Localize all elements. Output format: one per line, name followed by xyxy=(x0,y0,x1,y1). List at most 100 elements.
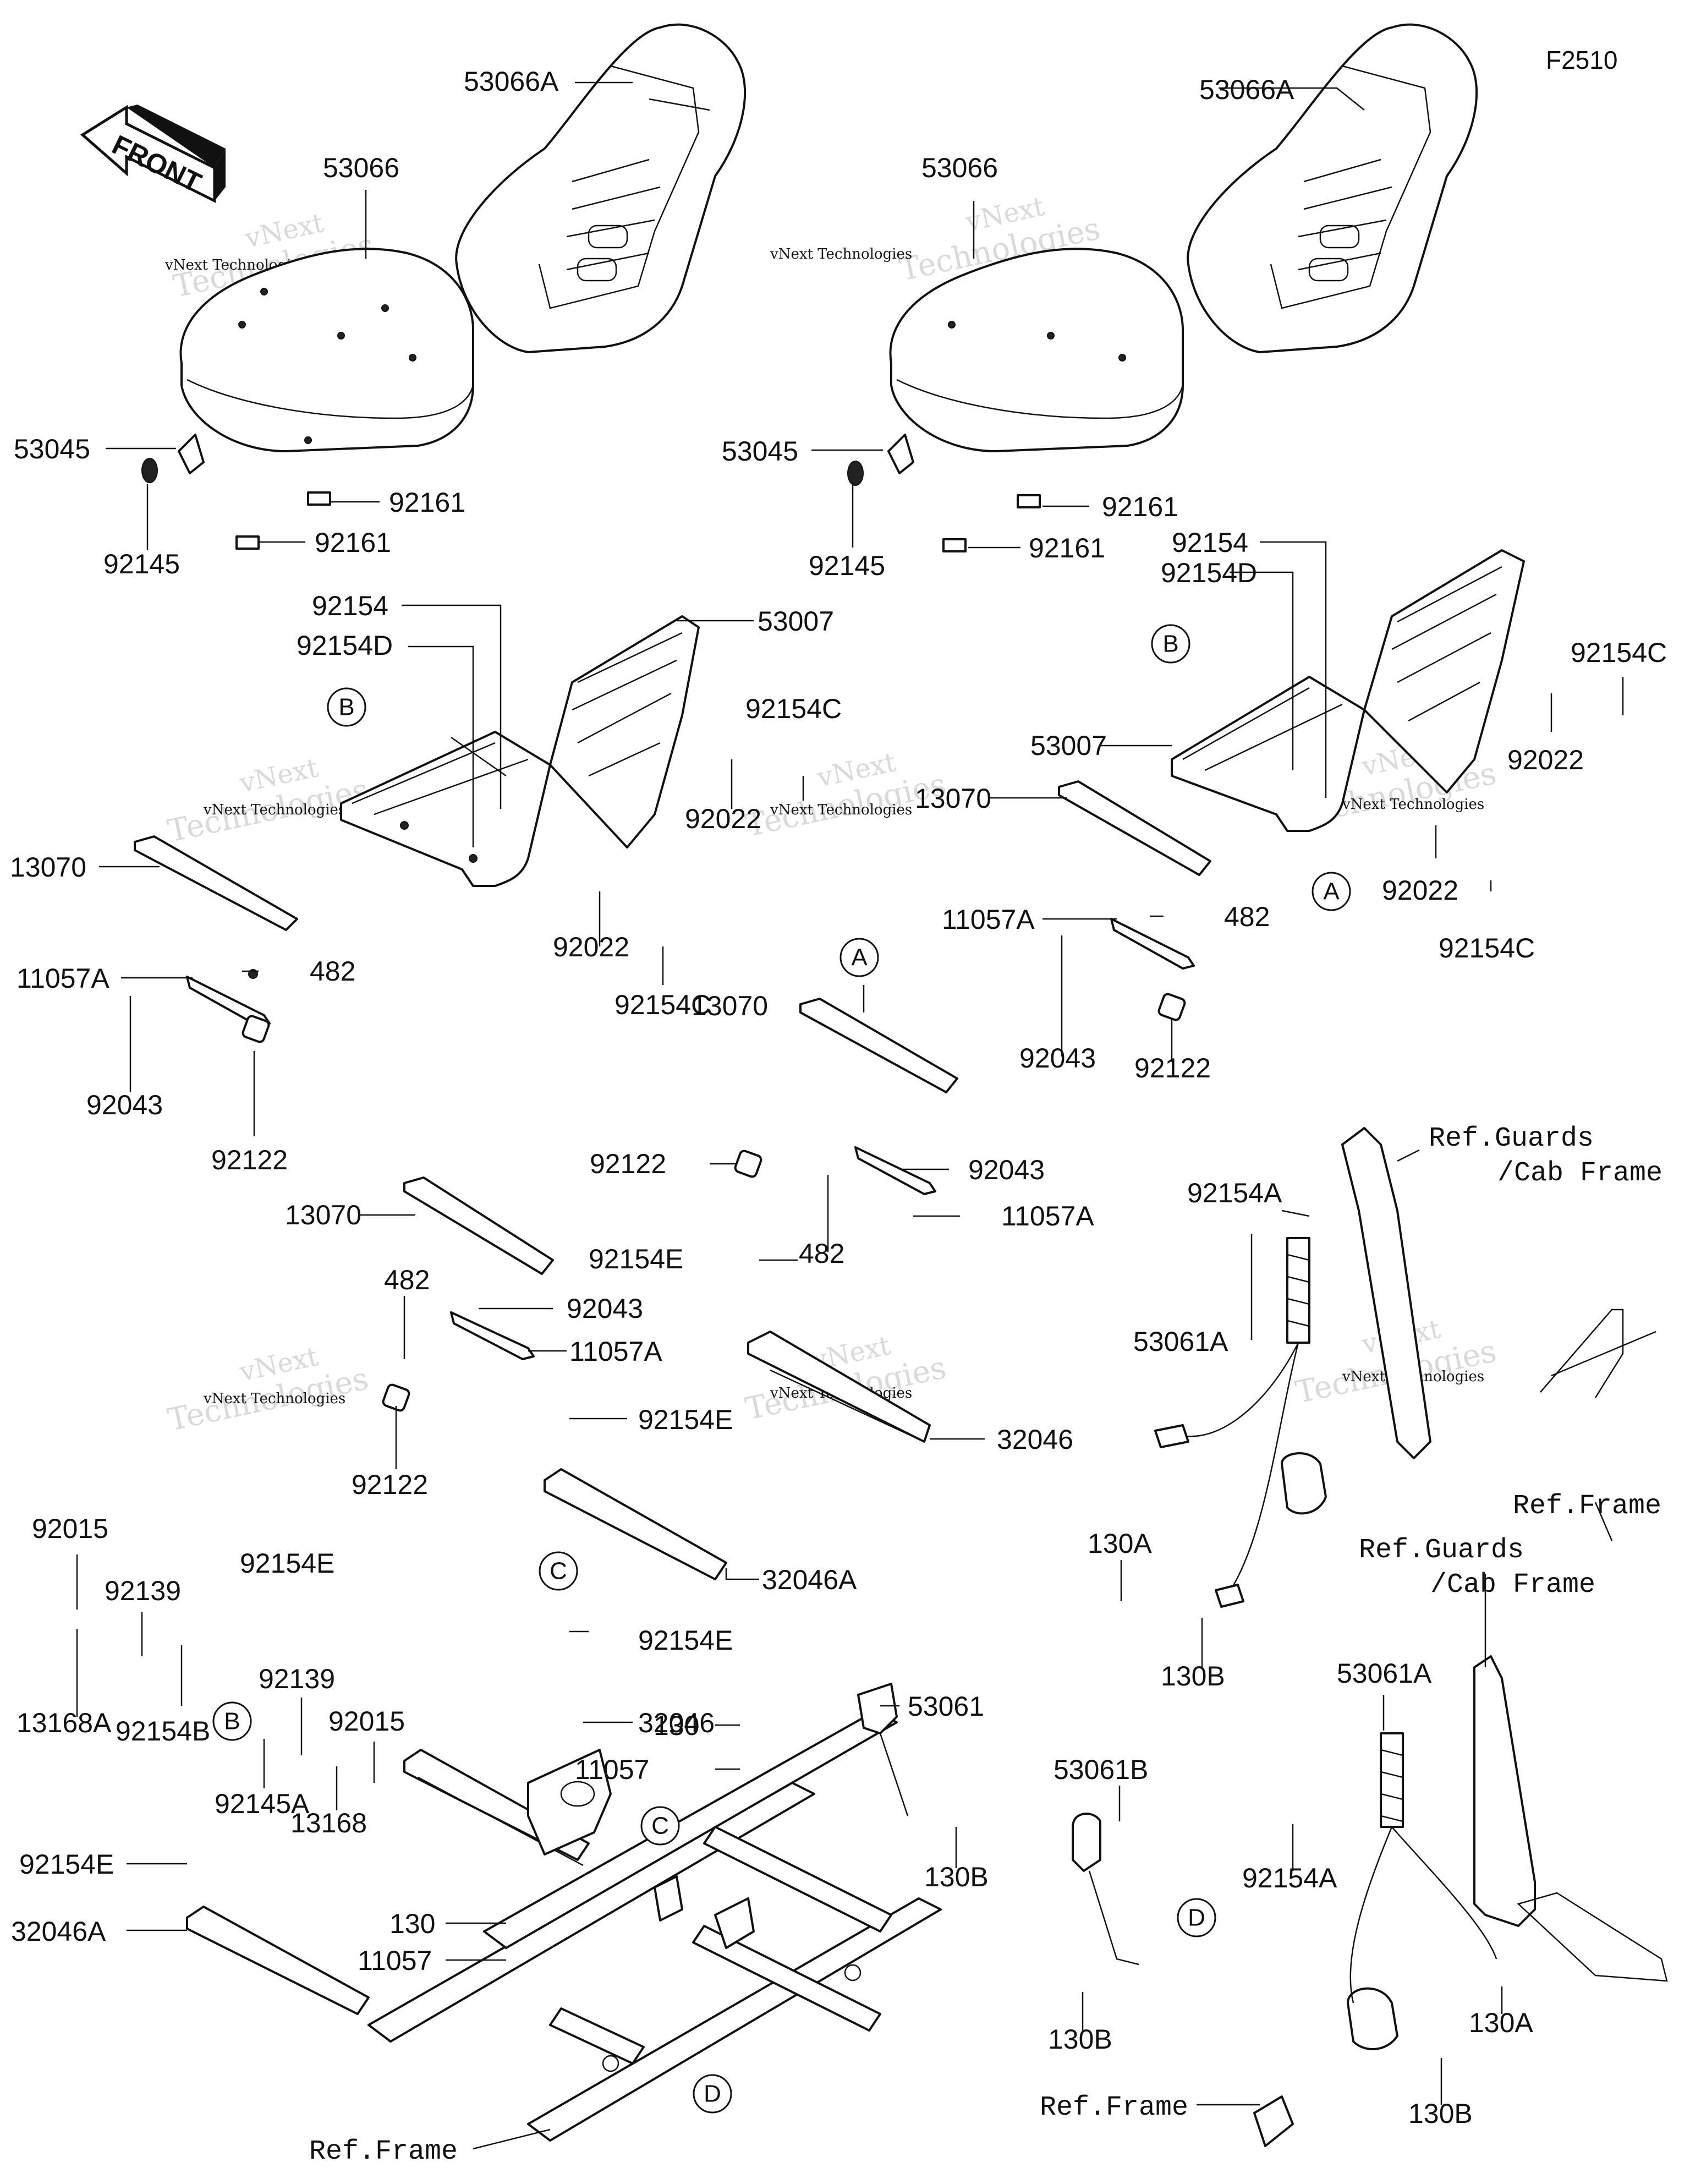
part-label: 92154C xyxy=(1571,637,1667,668)
circle-ref-d-1: D xyxy=(1177,1898,1216,1937)
seatbelt-buckle-53061 xyxy=(857,1683,909,1816)
part-label: 92154E xyxy=(19,1849,114,1880)
circle-ref-b-1: B xyxy=(327,687,366,727)
ref-label: /Cab Frame xyxy=(1430,1569,1595,1601)
svg-text:vNext Technologies: vNext Technologies xyxy=(1342,796,1484,813)
svg-text:vNext Technologies: vNext Technologies xyxy=(203,802,345,818)
svg-text:vNext Technologies: vNext Technologies xyxy=(770,802,912,818)
seat-clip-right-2 xyxy=(942,538,967,552)
ref-label: Ref.Frame xyxy=(309,2136,458,2167)
part-label: 92015 xyxy=(32,1513,108,1544)
part-label: 92161 xyxy=(1029,533,1105,563)
part-label: 92015 xyxy=(328,1706,405,1737)
part-label: 92161 xyxy=(315,527,391,558)
ref-frame-upper xyxy=(1540,1309,1656,1398)
svg-text:D: D xyxy=(1188,1904,1205,1931)
part-label: 482 xyxy=(799,1238,844,1269)
part-label: 53045 xyxy=(722,436,798,467)
part-label: 92139 xyxy=(259,1663,335,1694)
seat-clip-left-1 xyxy=(307,491,331,506)
part-label: 92043 xyxy=(86,1090,163,1120)
part-label: 53066 xyxy=(323,152,399,183)
part-label: 92022 xyxy=(1382,875,1458,906)
circle-ref-b-2: B xyxy=(1151,624,1190,664)
seat-bracket-13070-a xyxy=(134,835,298,931)
part-label: 92122 xyxy=(352,1469,428,1500)
seat-bracket-13070-c xyxy=(799,998,958,1093)
part-label: 92154D xyxy=(297,630,393,661)
svg-text:C: C xyxy=(550,1558,567,1585)
part-label: 11057A xyxy=(942,904,1035,935)
part-label: 92122 xyxy=(1134,1053,1211,1083)
part-labels: 53066A 53066 53045 92145 92161 92161 921… xyxy=(10,66,1667,2129)
seat-rail-32046a-b xyxy=(186,1906,370,2015)
part-label: 92145A xyxy=(215,1788,310,1819)
part-label: 92154E xyxy=(589,1244,683,1274)
ref-label: Ref.Frame xyxy=(1513,1491,1661,1522)
svg-text:B: B xyxy=(224,1708,240,1735)
seat-backrest-right xyxy=(1187,23,1478,353)
part-label: 13168 xyxy=(290,1808,367,1838)
ref-label: Ref.Guards xyxy=(1429,1123,1594,1154)
part-label: 53061B xyxy=(1053,1754,1148,1785)
part-label: 92154A xyxy=(1187,1178,1282,1208)
part-label: 32046 xyxy=(997,1424,1073,1455)
seat-frame-left xyxy=(340,615,700,887)
part-label: 53066A xyxy=(464,66,559,97)
part-label: 92154C xyxy=(614,989,711,1020)
part-label: 130B xyxy=(1048,2024,1112,2055)
part-label: 92043 xyxy=(567,1293,643,1324)
part-label: 92043 xyxy=(968,1154,1045,1185)
part-label: 130B xyxy=(1408,2098,1473,2129)
part-label: 92043 xyxy=(1019,1043,1096,1074)
part-label: 32046A xyxy=(762,1564,857,1595)
circle-ref-a-2: A xyxy=(839,938,879,977)
part-label: 53061A xyxy=(1133,1326,1228,1357)
svg-text:B: B xyxy=(1162,631,1178,658)
ref-frame-lower-right xyxy=(1517,1892,1668,1982)
circle-ref-c-1: C xyxy=(539,1551,578,1591)
part-label: 32046 xyxy=(638,1707,715,1738)
seat-slide-11057a-d xyxy=(1110,918,1195,1021)
part-label: 92154 xyxy=(1172,527,1248,558)
part-label: 92154A xyxy=(1242,1863,1337,1893)
part-label: 92161 xyxy=(1102,491,1178,522)
part-label: 92145 xyxy=(103,549,180,579)
figure-id: F2510 xyxy=(1546,46,1617,74)
part-label: 53007 xyxy=(1030,730,1107,761)
circle-ref-d-2: D xyxy=(693,2074,732,2114)
part-label: 53061A xyxy=(1337,1658,1432,1689)
part-label: 92161 xyxy=(389,487,465,518)
part-label: 13070 xyxy=(692,990,768,1021)
part-label: 92154C xyxy=(1439,933,1535,964)
seat-latch-right xyxy=(847,434,914,486)
part-label: 92022 xyxy=(685,803,761,834)
part-label: 130B xyxy=(924,1862,989,1892)
part-label: 482 xyxy=(310,956,355,987)
watermark: vNext Technologies vNext Technologies xyxy=(164,752,371,850)
seat-slide-11057a-c xyxy=(734,1146,936,1195)
seatbelt-retractor-lower xyxy=(1253,1655,1536,2147)
seatbelt-retractor-upper xyxy=(1154,1127,1431,1608)
seat-slide-11057a-a xyxy=(186,969,271,1043)
seat-slide-11057a-b xyxy=(382,1311,535,1412)
seat-bracket-13070-d xyxy=(1058,780,1211,876)
part-label: 482 xyxy=(1224,901,1270,932)
leader-lines xyxy=(76,81,1624,2150)
part-label: 92145 xyxy=(809,550,885,581)
part-label: 130 xyxy=(389,1908,435,1939)
part-label: 482 xyxy=(384,1265,430,1295)
part-label: 13070 xyxy=(10,852,86,883)
seat-clip-left-2 xyxy=(235,535,260,550)
part-label: 13168A xyxy=(17,1707,112,1738)
part-label: 13070 xyxy=(285,1200,361,1230)
seat-rail-32046a-a xyxy=(544,1468,727,1580)
part-label: 92154E xyxy=(240,1548,334,1579)
circle-ref-c-2: C xyxy=(640,1806,680,1846)
part-label: 11057 xyxy=(575,1754,649,1785)
part-label: 92154C xyxy=(745,693,842,724)
seat-rail-32046-a xyxy=(747,1331,931,1443)
ref-label: Ref.Frame xyxy=(1040,2092,1188,2123)
